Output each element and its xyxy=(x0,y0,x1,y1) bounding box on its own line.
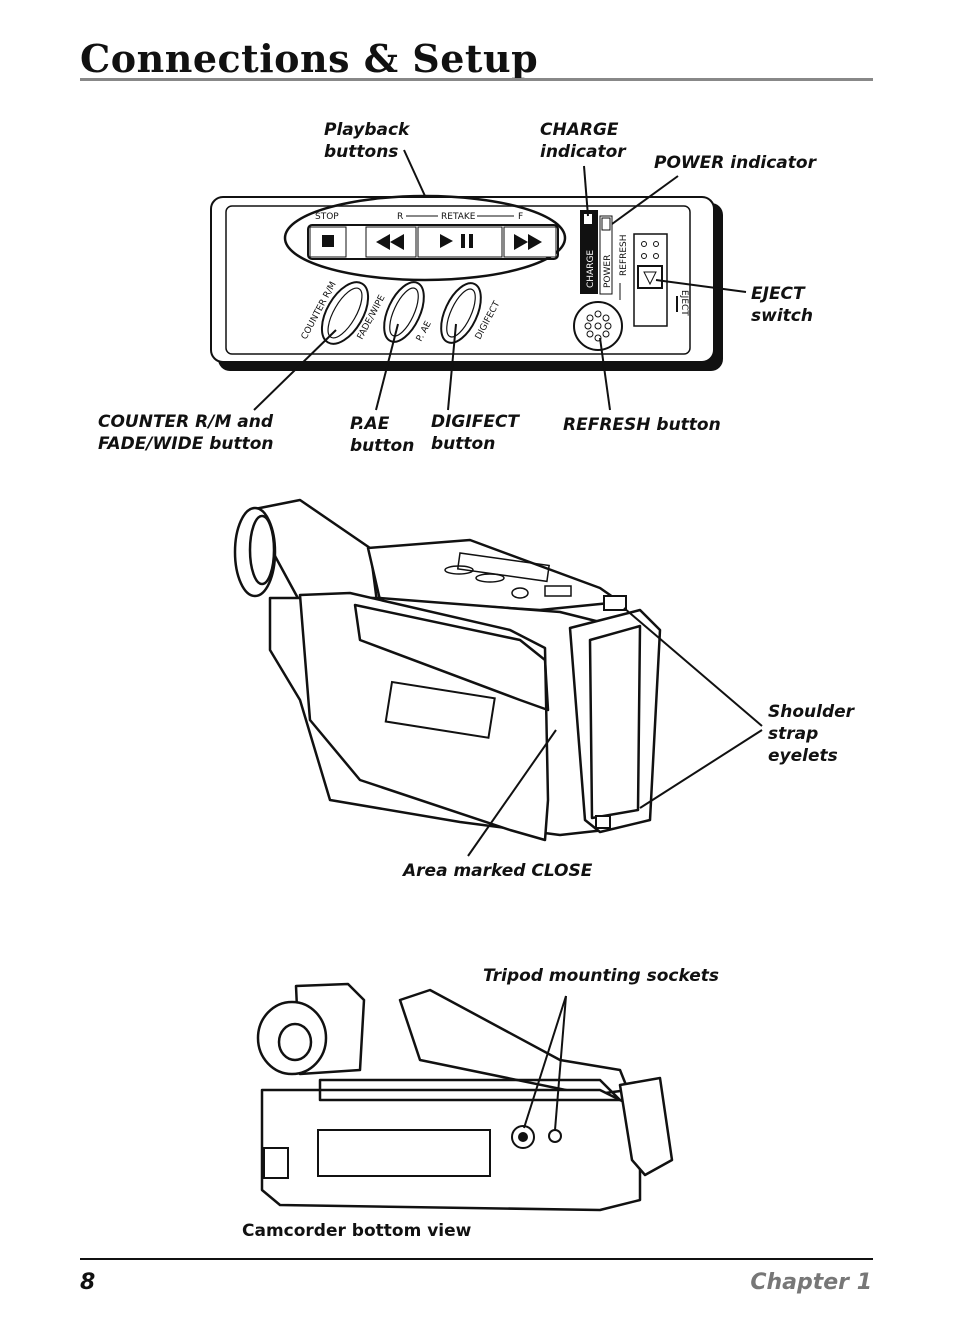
page-title: Connections & Setup xyxy=(80,36,539,81)
footer-rule xyxy=(80,1258,873,1260)
eject-text: EJECT xyxy=(679,290,689,316)
eject-icon xyxy=(643,271,657,286)
callout-shoulder-strap: Shoulder strap eyelets xyxy=(768,702,855,766)
callout-counter-fade: COUNTER R/M and FADE/WIDE button xyxy=(98,412,274,454)
callout-power-indicator: POWER indicator xyxy=(654,153,816,173)
callout-playback-buttons: Playback buttons xyxy=(324,120,410,162)
callout-digifect-button: DIGIFECT button xyxy=(431,412,520,454)
callout-eject-switch: EJECT switch xyxy=(751,284,813,326)
charge-text: CHARGE xyxy=(586,250,596,288)
refresh-button-shape xyxy=(573,301,623,351)
caption-bottom-view: Camcorder bottom view xyxy=(242,1221,472,1241)
power-text: POWER xyxy=(603,255,613,288)
callout-tripod-sockets: Tripod mounting sockets xyxy=(483,966,719,986)
power-led xyxy=(601,217,611,231)
chapter-label: Chapter 1 xyxy=(750,1270,872,1295)
fast-forward-icon xyxy=(514,234,528,250)
callout-refresh-button: REFRESH button xyxy=(563,415,721,435)
play-pause-icon xyxy=(440,234,453,248)
callout-area-close: Area marked CLOSE xyxy=(403,861,593,881)
charge-led xyxy=(584,214,592,224)
header-rule xyxy=(80,78,873,81)
refresh-text: REFRESH xyxy=(619,234,629,276)
r-text: R xyxy=(397,212,403,222)
tripod-socket-small xyxy=(548,1129,562,1143)
f-text: F xyxy=(518,212,523,222)
page-number: 8 xyxy=(80,1270,96,1295)
rewind-icon xyxy=(376,234,390,250)
callout-pae-button: P.AE button xyxy=(350,414,415,456)
stop-text: STOP xyxy=(315,212,339,222)
callout-charge-indicator: CHARGE indicator xyxy=(540,120,626,162)
retake-text: RETAKE xyxy=(441,212,476,222)
stop-icon xyxy=(322,235,334,247)
